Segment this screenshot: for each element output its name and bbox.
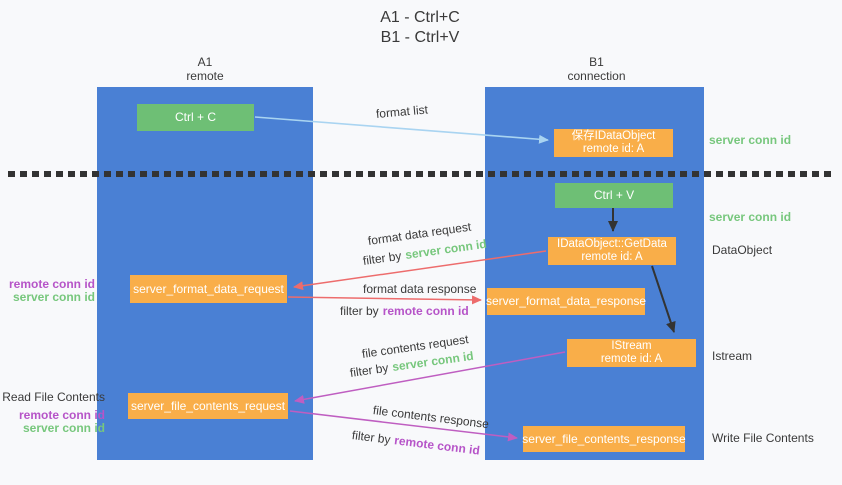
title-line-a1: A1 - Ctrl+C	[380, 9, 460, 26]
box-save-idataobject-line1: 保存IDataObject	[571, 130, 656, 142]
label-istream: Istream	[712, 349, 753, 363]
box-ctrl-v: Ctrl + V	[555, 183, 673, 208]
box-server-file-contents-request-label: server_file_contents_request	[130, 398, 286, 413]
label-write-file-contents: Write File Contents	[712, 431, 814, 445]
label-format-data-response: format data response	[363, 282, 477, 296]
label-remote-conn-id-left-bottom: remote conn id	[18, 408, 105, 422]
label-server-conn-id-left-top: server conn id	[12, 290, 95, 304]
box-istream-line2: remote id: A	[600, 353, 663, 365]
label-format-list: format list	[375, 102, 429, 121]
box-idataobject-getdata-line1: IDataObject::GetData	[557, 238, 667, 250]
box-idataobject-getdata-line2: remote id: A	[581, 251, 643, 263]
label-read-file-contents: Read File Contents	[2, 390, 105, 404]
label-remote-conn-id-left-top: remote conn id	[8, 277, 95, 291]
box-save-idataobject-line2: remote id: A	[582, 143, 645, 155]
label-dataobject: DataObject	[712, 243, 773, 257]
lifeline-b1-subtitle: connection	[567, 69, 626, 83]
box-ctrl-v-label: Ctrl + V	[593, 188, 635, 202]
lifeline-a1-name: A1	[197, 55, 213, 69]
box-idataobject-getdata: IDataObject::GetData remote id: A	[548, 237, 676, 265]
diagram-title: A1 - Ctrl+C B1 - Ctrl+V	[300, 8, 540, 48]
box-server-format-data-request: server_format_data_request	[130, 275, 287, 303]
label-server-conn-id-right-top: server conn id	[709, 133, 792, 147]
lifeline-b1-header: B1 connection	[487, 55, 706, 83]
session-divider-dotted-line	[8, 171, 834, 177]
lifeline-a1-subtitle: remote	[186, 69, 224, 83]
box-server-format-data-request-label: server_format_data_request	[133, 281, 284, 296]
box-istream: IStream remote id: A	[567, 339, 696, 367]
arrow-format-data-response	[287, 295, 482, 305]
left-read-file-contents-stack: Read File Contents remote conn id server…	[0, 391, 105, 435]
box-server-file-contents-request: server_file_contents_request	[128, 393, 288, 419]
box-server-file-contents-response: server_file_contents_response	[522, 426, 686, 452]
label-filter-format-response-prefix: filter by	[340, 304, 379, 318]
left-conn-id-stack-top: remote conn id server conn id	[0, 278, 95, 304]
label-filter-format-response-key: remote conn id	[382, 304, 469, 318]
box-ctrl-c: Ctrl + C	[137, 104, 254, 131]
box-server-format-data-response: server_format_data_response	[485, 288, 647, 315]
label-filter-file-request-prefix: filter by	[349, 360, 390, 380]
box-istream-line1: IStream	[611, 340, 652, 352]
lifeline-b1-name: B1	[589, 55, 604, 69]
label-server-conn-id-right-mid: server conn id	[709, 210, 792, 224]
label-file-contents-response: file contents response	[372, 403, 490, 432]
label-server-conn-id-left-bottom: server conn id	[22, 421, 105, 435]
label-filter-file-response-prefix: filter by	[351, 428, 392, 447]
title-line-b1: B1 - Ctrl+V	[380, 29, 460, 46]
box-ctrl-c-label: Ctrl + C	[174, 110, 216, 124]
box-save-idataobject: 保存IDataObject remote id: A	[554, 129, 673, 157]
box-server-format-data-response-label: server_format_data_response	[485, 294, 647, 308]
label-filter-format-request-prefix: filter by	[362, 248, 403, 268]
lifeline-a1-header: A1 remote	[97, 55, 313, 83]
box-server-file-contents-response-label: server_file_contents_response	[522, 431, 686, 446]
label-filter-file-response-key: remote conn id	[393, 433, 481, 458]
